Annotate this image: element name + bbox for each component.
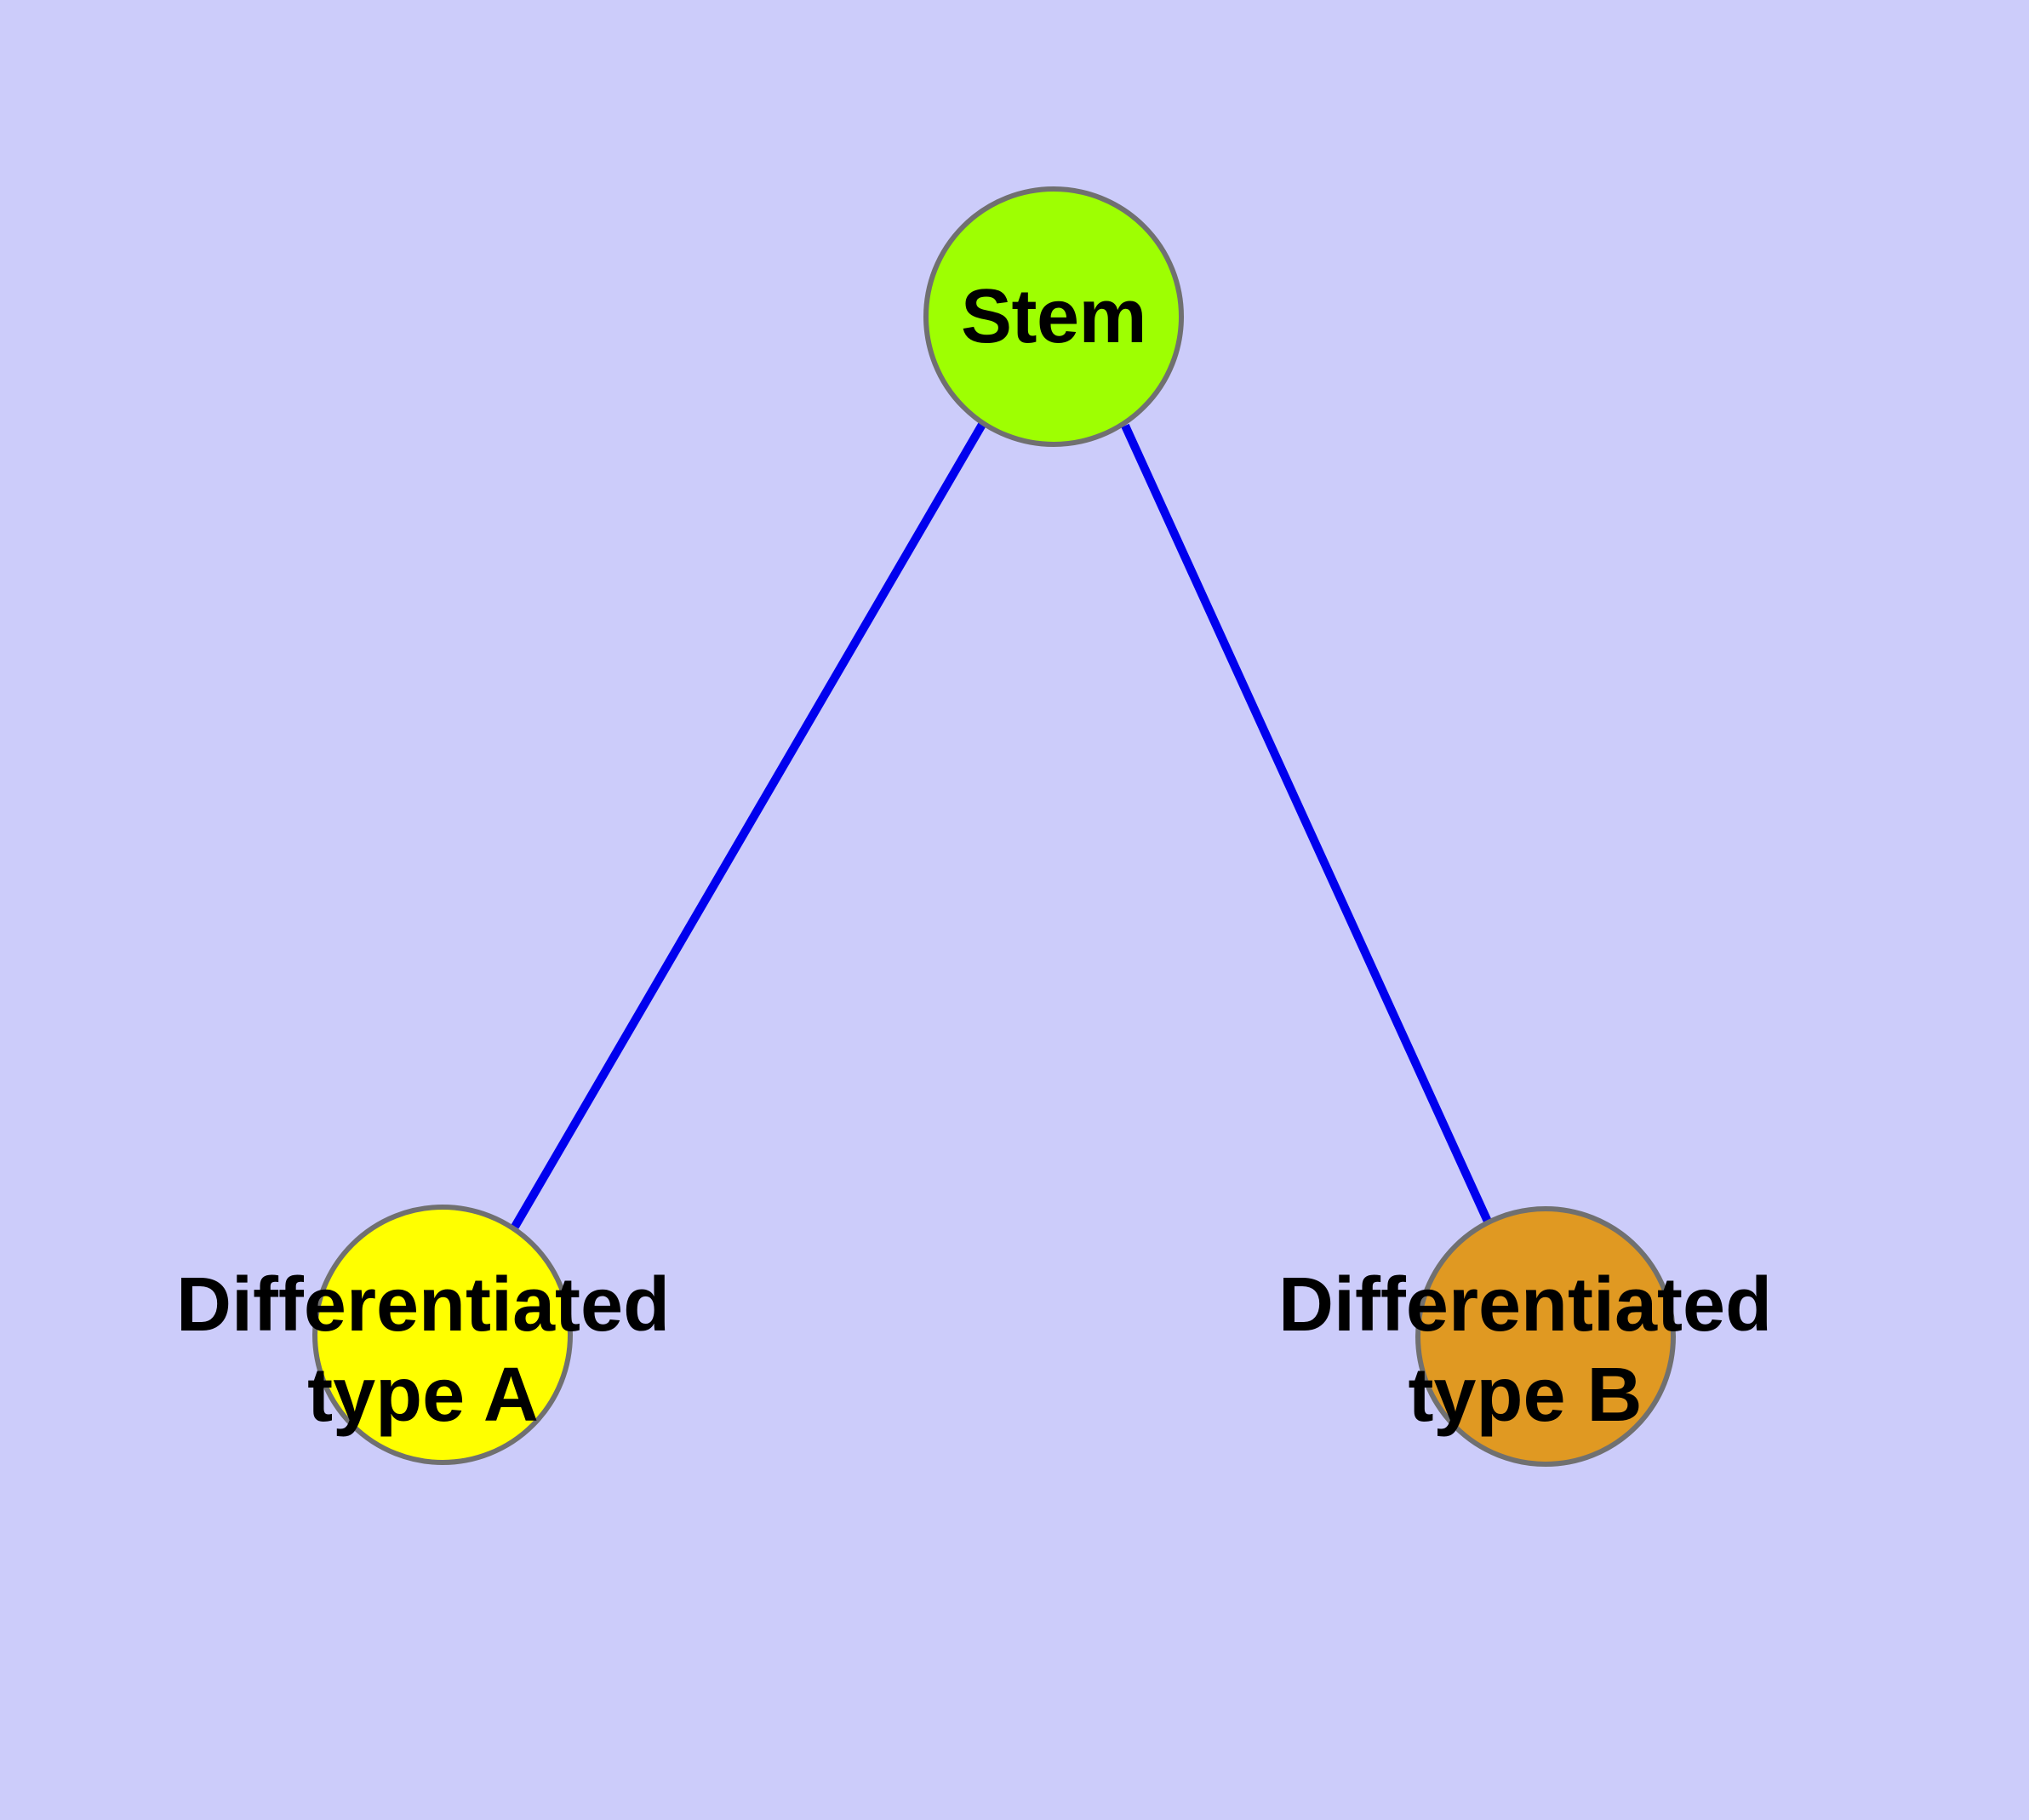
node-diff-type-b[interactable] [1415,1206,1676,1467]
node-diff-type-a[interactable] [312,1205,573,1465]
edge-stem-to-type-a[interactable] [511,421,987,1229]
edges-layer [511,421,1493,1229]
edge-stem-to-type-b[interactable] [1121,423,1493,1226]
node-stem[interactable] [923,186,1184,447]
nodes-layer [312,186,1676,1467]
